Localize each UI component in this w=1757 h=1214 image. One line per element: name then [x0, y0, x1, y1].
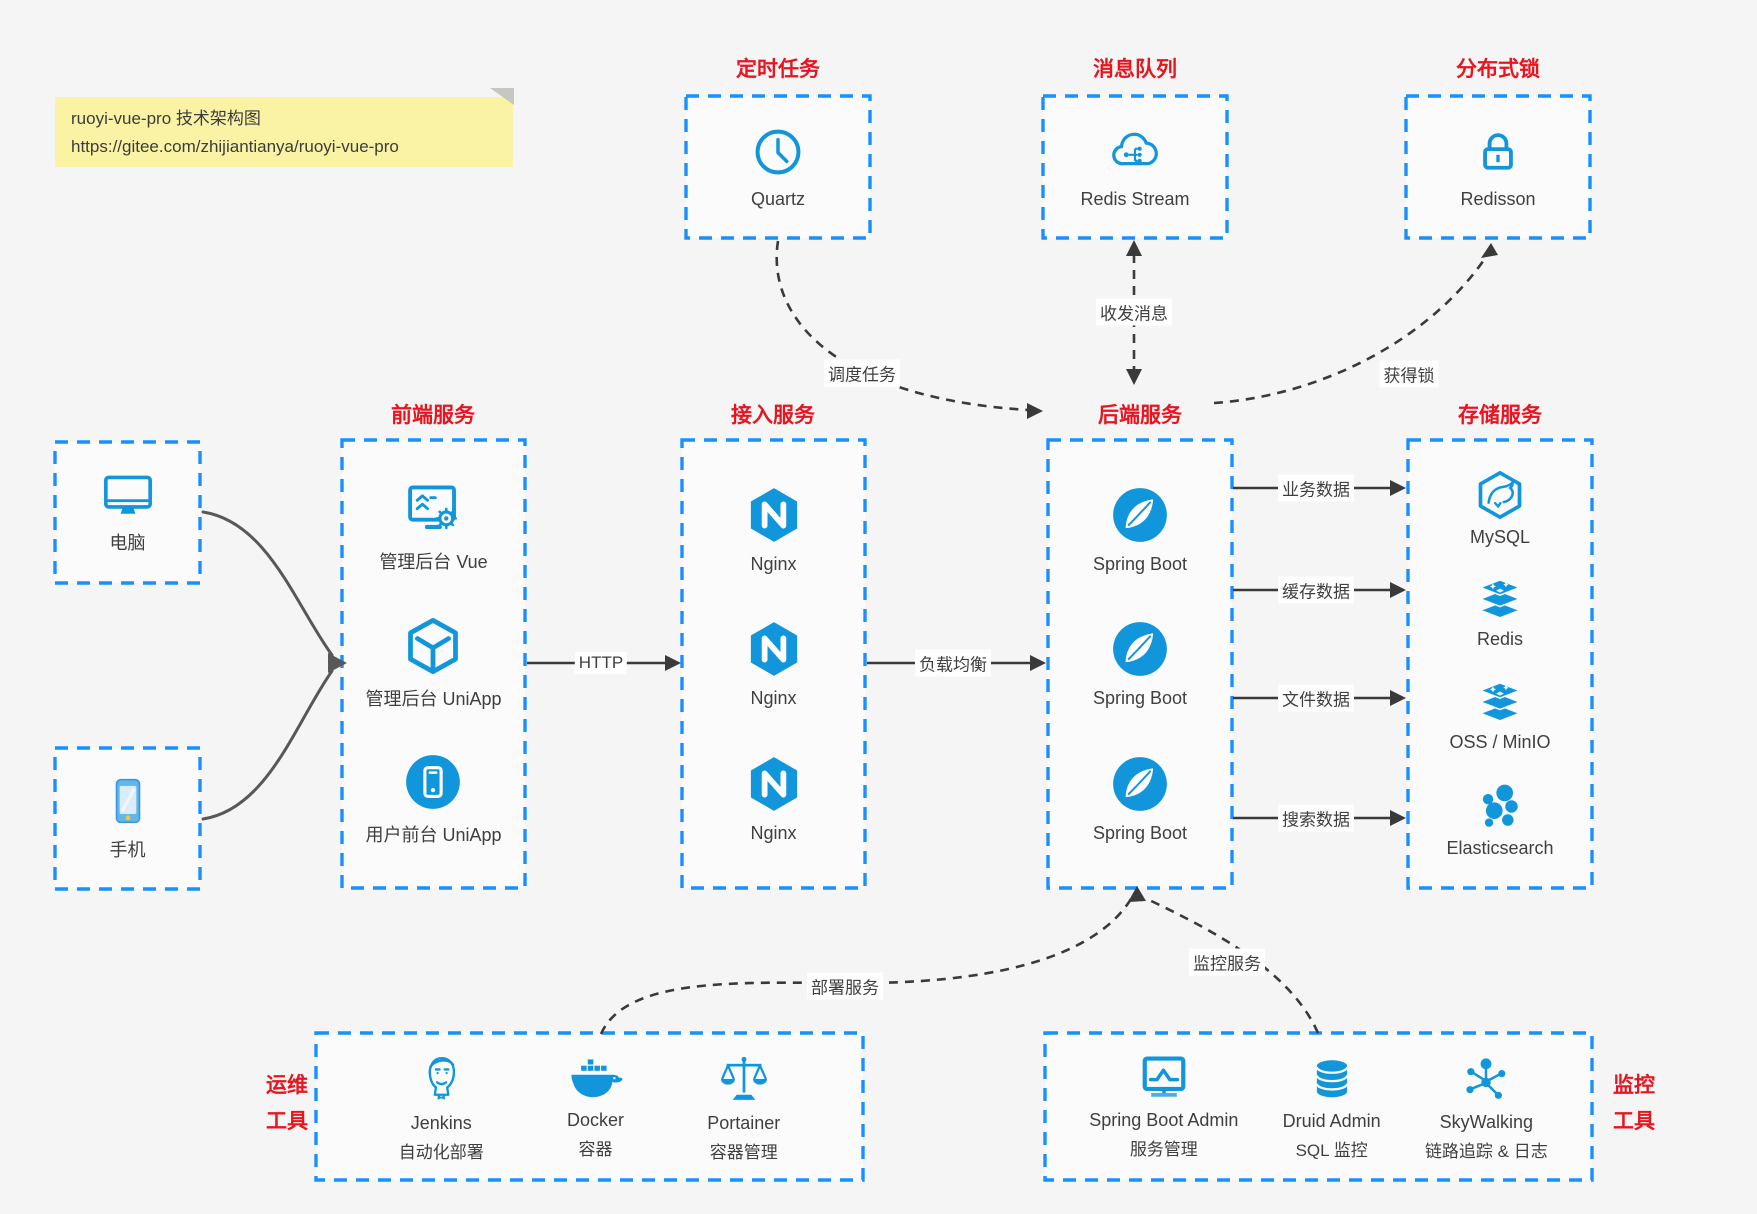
quartz-label: Quartz	[750, 189, 806, 209]
monitoring-item-name: Spring Boot Admin	[1089, 1109, 1239, 1130]
monitoring-group: Spring Boot Admin 服务管理 Druid Admin SQL 监…	[1045, 1033, 1592, 1180]
clock-icon	[755, 129, 801, 175]
edge-schedule	[775, 240, 1029, 412]
sticky-note: ruoyi-vue-pro 技术架构图 https://gitee.com/zh…	[55, 88, 514, 167]
monitoring-side-title: 监控 工具	[1613, 1074, 1655, 1133]
spring-boot-icon	[1113, 487, 1167, 542]
spring-boot-admin-icon	[1142, 1055, 1186, 1097]
edge-pc-to-frontend	[201, 510, 334, 657]
title-storage: 存储服务	[1458, 404, 1542, 427]
user-uniapp-icon	[406, 754, 461, 809]
monitoring-item-desc: 链路追踪 & 日志	[1424, 1141, 1548, 1161]
admin-vue-icon	[407, 485, 457, 530]
edge-lock	[1213, 256, 1488, 405]
edge-label-cache: 缓存数据	[1278, 576, 1354, 604]
monitoring-item-name: SkyWalking	[1439, 1111, 1534, 1132]
elasticsearch-icon	[1482, 784, 1518, 827]
edge-label-search: 搜索数据	[1278, 804, 1354, 832]
note-title: ruoyi-vue-pro 技术架构图	[71, 109, 261, 128]
nginx-icon	[750, 622, 797, 676]
nginx-icon	[750, 756, 797, 811]
backend-item-label: Spring Boot	[1092, 688, 1188, 708]
backend-item-label: Spring Boot	[1092, 822, 1188, 843]
pc-label: 电脑	[109, 533, 146, 553]
edge-label-business: 业务数据	[1278, 474, 1354, 502]
storage-item-label: Redis	[1476, 629, 1524, 650]
oss-minio-icon	[1479, 681, 1521, 722]
frontend-item-label: 管理后台 UniApp	[365, 688, 502, 709]
spring-boot-icon	[1113, 756, 1167, 811]
title-frontend: 前端服务	[391, 404, 475, 427]
ops-item-name: Portainer	[707, 1112, 781, 1133]
note-fold-corner	[490, 88, 514, 105]
backend-column: Spring Boot Spring Boot Spring Boot	[1048, 440, 1232, 888]
redis-stream-box	[1041, 94, 1229, 240]
admin-uniapp-icon	[408, 617, 459, 674]
monitoring-item-desc: 服务管理	[1129, 1139, 1198, 1159]
access-item-label: Nginx	[750, 822, 797, 843]
lock-icon	[1483, 133, 1513, 170]
cloud-stream-icon	[1112, 132, 1158, 166]
quartz-node: Quartz	[686, 96, 870, 238]
access-item-label: Nginx	[750, 553, 797, 574]
edge-label-monitor: 监控服务	[1189, 948, 1265, 976]
edge-label-deploy: 部署服务	[807, 972, 883, 1000]
arrowhead-frontend	[328, 653, 347, 673]
druid-admin-icon	[1315, 1059, 1348, 1097]
storage-item-label: OSS / MinIO	[1449, 731, 1551, 752]
redisson-node: Redisson	[1406, 96, 1590, 238]
spring-boot-icon	[1113, 622, 1167, 676]
edge-deploy	[599, 898, 1133, 1035]
title-access: 接入服务	[731, 404, 815, 427]
ops-item-name: Jenkins	[410, 1112, 472, 1133]
edge-label-file: 文件数据	[1278, 684, 1354, 712]
ops-box	[314, 1031, 865, 1182]
mysql-icon	[1478, 471, 1522, 520]
ops-side-title: 运维 工具	[266, 1074, 308, 1133]
redis-icon	[1479, 579, 1521, 620]
edge-label-http: HTTP	[574, 652, 628, 674]
redisson-label: Redisson	[1460, 189, 1536, 209]
access-item-label: Nginx	[750, 688, 797, 708]
ops-item-desc: 容器管理	[709, 1142, 778, 1162]
portainer-icon	[720, 1056, 767, 1100]
ops-item-desc: 容器	[578, 1139, 613, 1159]
frontend-column: 管理后台 Vue 管理后台 UniApp 用户前台 UniApp	[342, 440, 525, 888]
backend-item-label: Spring Boot	[1092, 553, 1188, 574]
quartz-box	[684, 94, 872, 240]
access-column: Nginx Nginx Nginx	[682, 440, 865, 888]
mobile-node: 手机	[55, 748, 200, 889]
edge-label-schedule: 调度任务	[824, 359, 900, 387]
monitoring-item-desc: SQL 监控	[1295, 1140, 1368, 1160]
redis-stream-label: Redis Stream	[1080, 189, 1190, 209]
redis-stream-node: Redis Stream	[1043, 96, 1227, 238]
mobile-label: 手机	[109, 840, 146, 860]
edge-label-load-balance: 负载均衡	[915, 649, 991, 677]
edge-label-message: 收发消息	[1096, 298, 1172, 326]
nginx-icon	[750, 487, 797, 542]
title-backend: 后端服务	[1098, 404, 1182, 427]
computer-icon	[103, 475, 152, 514]
docker-icon	[571, 1058, 623, 1097]
jenkins-icon	[428, 1056, 456, 1100]
edge-label-lock: 获得锁	[1379, 360, 1439, 388]
storage-item-label: Elasticsearch	[1446, 837, 1554, 858]
phone-icon	[115, 778, 140, 824]
edge-mobile-to-frontend	[201, 669, 334, 821]
storage-column: MySQL Redis	[1408, 440, 1592, 888]
title-scheduler: 定时任务	[736, 58, 820, 81]
monitoring-box	[1043, 1031, 1594, 1182]
frontend-item-label: 用户前台 UniApp	[365, 824, 502, 845]
ops-item-name: Docker	[566, 1109, 624, 1130]
skywalking-icon	[1466, 1057, 1506, 1099]
title-lock: 分布式锁	[1456, 58, 1540, 81]
ops-group: Jenkins 自动化部署 Docker 容器	[316, 1033, 863, 1180]
storage-item-label: MySQL	[1469, 527, 1530, 548]
note-url: https://gitee.com/zhijiantianya/ruoyi-vu…	[71, 136, 399, 156]
monitoring-item-name: Druid Admin	[1282, 1110, 1381, 1131]
title-mq: 消息队列	[1093, 58, 1177, 81]
ops-item-desc: 自动化部署	[398, 1142, 484, 1162]
pc-node: 电脑	[55, 442, 200, 583]
frontend-item-label: 管理后台 Vue	[379, 552, 488, 573]
